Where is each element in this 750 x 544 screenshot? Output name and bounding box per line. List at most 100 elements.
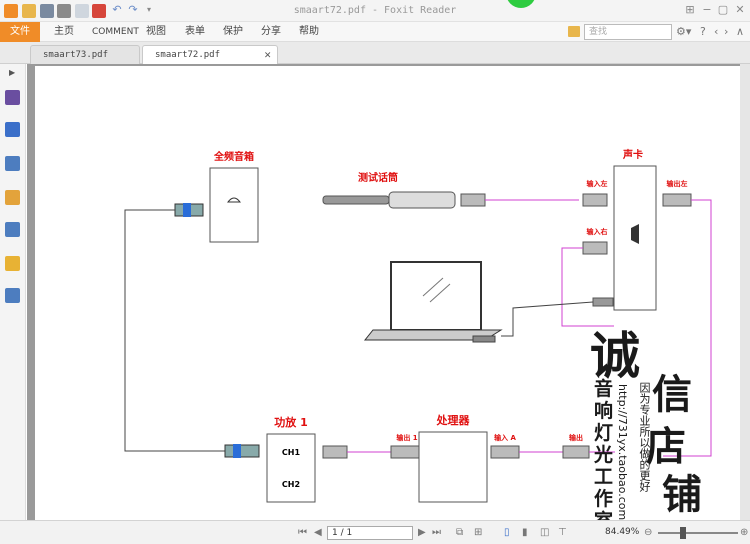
output-left-connector xyxy=(662,193,692,207)
settings-icon[interactable]: ⚙▾ xyxy=(676,25,692,38)
amp-speakon-ring xyxy=(233,444,241,458)
input-right-connector xyxy=(582,241,608,255)
pdf-create-icon[interactable] xyxy=(92,4,106,18)
mic-label: 测试话筒 xyxy=(358,171,398,184)
input-left-label: 输入左 xyxy=(587,179,608,188)
zoom-in-icon[interactable]: ⊕ xyxy=(740,527,749,538)
first-page-icon[interactable]: ⏮ xyxy=(298,527,307,538)
speaker-box xyxy=(209,167,259,243)
watermark-char-4: 铺 xyxy=(662,471,702,518)
menu-view[interactable]: 视图 xyxy=(146,26,166,37)
document-viewport[interactable]: 全频音箱 测试话筒 声卡 输入左 输出左 输入右 xyxy=(27,64,750,520)
print-icon[interactable] xyxy=(57,4,71,18)
open-folder-icon[interactable] xyxy=(22,4,36,18)
customize-dropdown-icon[interactable]: ▾ xyxy=(146,5,151,14)
tab-smaart72[interactable]: smaart72.pdf ✕ xyxy=(142,45,278,64)
facing-icon[interactable]: ◫ xyxy=(540,527,550,538)
screen-glare xyxy=(422,277,444,297)
zoom-slider[interactable] xyxy=(658,532,738,534)
layers-icon[interactable] xyxy=(5,156,20,171)
menu-home[interactable]: 主页 xyxy=(54,26,74,37)
cover-icon[interactable]: ⊤ xyxy=(558,527,567,538)
zoom-out-icon[interactable]: ⊖ xyxy=(644,527,653,538)
single-page-icon[interactable]: ▯ xyxy=(504,527,510,538)
signature-icon[interactable] xyxy=(5,288,20,303)
maximize-icon[interactable]: ▢ xyxy=(717,3,729,16)
mic-handle xyxy=(388,191,456,209)
expand-panel-icon[interactable]: ▶ xyxy=(9,68,16,77)
ch1-label: CH1 xyxy=(282,448,301,457)
attachment-icon[interactable] xyxy=(5,222,20,237)
grid-icon[interactable]: ⊞ xyxy=(685,3,695,16)
output-cable xyxy=(663,199,712,457)
processor-input-connector xyxy=(490,445,520,459)
next-page-icon[interactable]: ▶ xyxy=(418,527,426,538)
amp-box xyxy=(266,433,316,503)
copy-icon[interactable]: ⧉ xyxy=(456,527,464,538)
redo-icon[interactable]: ↷ xyxy=(128,3,138,16)
zoom-level: 84.49% xyxy=(605,527,640,537)
tab-close-icon[interactable]: ✕ xyxy=(264,48,271,61)
watermark-char-3: 店 xyxy=(646,423,686,470)
processor-output-connector xyxy=(390,445,420,459)
output-label: 输出 xyxy=(569,433,583,442)
menu-form[interactable]: 表单 xyxy=(185,26,205,37)
watermark-vertical-left: 音响灯光工作室 xyxy=(594,378,614,532)
speaker-cable xyxy=(124,209,225,452)
help-circle-icon[interactable]: ? xyxy=(700,25,706,38)
menu-share[interactable]: 分享 xyxy=(261,26,281,37)
processor-box xyxy=(418,431,488,503)
processor-label: 处理器 xyxy=(436,413,471,427)
pages-icon[interactable] xyxy=(5,122,20,137)
close-icon[interactable]: ✕ xyxy=(735,3,745,16)
zoom-slider-thumb[interactable] xyxy=(680,527,686,539)
comments-icon[interactable] xyxy=(5,190,20,205)
indicator-badge xyxy=(506,0,536,8)
usb-connector xyxy=(592,297,614,307)
watermark-vertical-right: 因为专业所以做的更好 xyxy=(638,382,651,492)
tab-smaart73[interactable]: smaart73.pdf xyxy=(30,45,140,64)
bookmark-icon[interactable] xyxy=(5,90,20,105)
search-input[interactable]: 查找 xyxy=(584,24,672,40)
prev-page-icon[interactable]: ◀ xyxy=(314,527,322,538)
speaker-cone xyxy=(226,197,242,203)
last-page-icon[interactable]: ⏭ xyxy=(432,527,441,538)
mic-xlr-connector xyxy=(460,193,486,207)
amp-label: 功放 1 xyxy=(274,415,307,429)
vertical-scrollbar[interactable] xyxy=(740,64,750,520)
watermark-char-1: 诚 xyxy=(590,326,640,385)
security-lock-icon[interactable] xyxy=(5,256,20,271)
speaker-label: 全频音箱 xyxy=(213,150,254,163)
collapse-ribbon-icon[interactable]: ∧ xyxy=(736,25,745,38)
tab-label: smaart72.pdf xyxy=(155,50,221,60)
undo-icon[interactable]: ↶ xyxy=(112,3,122,16)
folder-icon[interactable] xyxy=(568,26,580,37)
input-left-connector xyxy=(582,193,608,207)
menu-protect[interactable]: 保护 xyxy=(223,26,243,37)
page-number-field[interactable]: 1 / 1 xyxy=(327,526,413,540)
fit-page-icon[interactable]: ⊞ xyxy=(474,527,483,538)
input-right-label: 输入右 xyxy=(587,227,608,236)
title-bar: ↶ ↷ ▾ smaart72.pdf - Foxit Reader ⊞ − ▢ … xyxy=(0,0,750,22)
document-tab-bar: smaart73.pdf smaart72.pdf ✕ xyxy=(0,42,750,64)
nav-back-icon[interactable]: ‹ xyxy=(714,25,719,38)
menu-comment[interactable]: COMMENT xyxy=(92,27,139,37)
new-doc-icon[interactable] xyxy=(75,4,89,18)
save-icon[interactable] xyxy=(40,4,54,18)
input-right-cable xyxy=(561,247,614,327)
ch2-label: CH2 xyxy=(282,480,300,489)
mic-body xyxy=(322,195,390,205)
file-menu-button[interactable]: 文件 xyxy=(0,22,40,42)
snake-connector xyxy=(562,445,590,459)
menu-help[interactable]: 帮助 xyxy=(299,26,319,37)
nav-forward-icon[interactable]: › xyxy=(724,25,729,38)
screen-glare xyxy=(429,283,451,303)
minimize-icon[interactable]: − xyxy=(702,3,712,16)
output-1-label: 输出 1 xyxy=(396,433,417,442)
watermark-url: http://731yx.taobao.com xyxy=(616,384,629,521)
amp-input-connector xyxy=(322,445,348,459)
continuous-icon[interactable]: ▮ xyxy=(522,527,528,538)
window-title: smaart72.pdf - Foxit Reader xyxy=(293,5,457,16)
output-left-label: 输出左 xyxy=(667,179,688,188)
pdf-page: 全频音箱 测试话筒 声卡 输入左 输出左 输入右 xyxy=(35,66,741,520)
